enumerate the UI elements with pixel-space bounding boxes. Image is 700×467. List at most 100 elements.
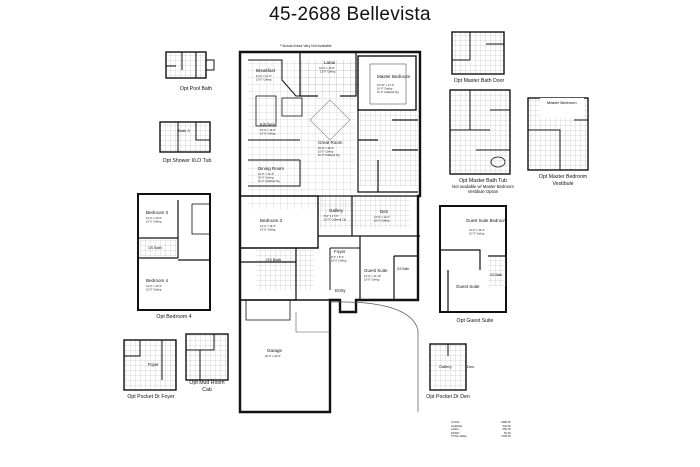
caption-bedroom4: Opt Bedroom 4 (156, 314, 192, 320)
master-bath-wall (357, 110, 418, 193)
foyer-wall (329, 247, 360, 290)
dining-wall (248, 160, 301, 187)
area-value: 50 SF (504, 431, 511, 435)
breakfast-wall (248, 59, 300, 97)
walkway (329, 301, 419, 412)
label-opt-bed4-dim: 12'-0" x 12'-0" (146, 284, 162, 288)
caption-guest-suite: Opt Guest Suite (456, 318, 494, 324)
kitchen-counter (255, 95, 277, 127)
master-door-walls (452, 32, 504, 61)
label-gs-bath-2: GS Bath (397, 267, 409, 271)
gallery-den-wall (318, 195, 420, 237)
label-dining: Dining Room (258, 166, 284, 171)
bedroom4-closet (191, 203, 211, 235)
area-label: TOTAL AREA (451, 435, 467, 439)
label-gallery: Gallery (329, 208, 344, 213)
vestibule-bedroom-area (540, 98, 584, 118)
driveway (295, 312, 330, 333)
area-label: LIVING (451, 421, 460, 424)
caption-mudroom: Opt Mud Room Cab (189, 380, 225, 393)
pocket-foyer-room (123, 339, 177, 391)
opt-pocket-den-plan: Gallery Den (429, 343, 474, 391)
master-coffer (369, 63, 407, 105)
label-guest-suite-dim: 12'-0" x 11'-10" (364, 274, 381, 278)
foyer-tile (256, 250, 314, 290)
label-garage: Garage (267, 348, 283, 353)
area-value: 620 SF (502, 424, 511, 428)
master-bedroom-wall (357, 55, 417, 111)
label-opt-gs-bed-ceil: 10'-0" Ceiling (469, 232, 485, 236)
opt-mudroom-plan (185, 333, 229, 381)
label-dining-ceil2: 11'-0" Coffered Clg (258, 179, 280, 183)
label-breakfast: Breakfast (256, 68, 276, 73)
master-tub-room (449, 89, 511, 175)
label-opt-bed4: Bedroom 4 (146, 278, 169, 283)
opt-bedroom4-plan: Bedroom 3 12'-0" x 12'-0" 10'-0" Ceiling… (137, 193, 211, 311)
area-label: LANAI (451, 428, 459, 432)
label-foyer: Foyer (334, 249, 346, 254)
master-bath-tile (360, 110, 418, 186)
label-bath3: Bath 3 (178, 128, 190, 133)
label-kitchen: Kitchen (260, 122, 276, 127)
mudroom-walls (186, 334, 215, 380)
area-value: 350 SF (502, 428, 511, 432)
area-row: LANAI 350 SF (451, 428, 511, 432)
tub-icon (490, 156, 506, 168)
label-master-ceil: 10'-0" Ceiling (377, 87, 393, 91)
label-opt-gs-bed-dim: 12'-0" x 12'-0" (469, 228, 485, 232)
label-great: Great Room (318, 140, 343, 145)
opt-guest-suite-plan: Guest Suite Bedroom 12'-0" x 12'-0" 10'-… (439, 205, 508, 313)
label-kitchen-dim: 15'-0" x 14'-0" (260, 128, 276, 132)
label-lanai: Lanai (324, 60, 335, 65)
label-opt-bed3-dim: 12'-0" x 12'-0" (146, 216, 162, 220)
area-row: TOTAL AREA 3708 SF (451, 435, 511, 439)
area-value: 3708 SF (501, 435, 511, 439)
label-gallery-dim: 8'-0" x 17'-0" (324, 214, 339, 218)
pool-bath-room (165, 51, 207, 79)
label-entry: Entry (335, 288, 346, 293)
opt-master-vestibule-plan: Master Bedroom (527, 97, 589, 171)
label-opt-bed4-ceil: 10'-0" Ceiling (146, 288, 162, 292)
pocket-foyer-walls (124, 340, 163, 380)
label-kitchen-ceil: 10'-0" Ceiling (260, 132, 276, 136)
label-opt-gsbath: GS Bath (148, 246, 162, 250)
label-opt-master: Master Bedroom (547, 100, 577, 105)
label-foyer-ceil: 10'-0" Ceiling (331, 259, 347, 263)
label-bed3: Bedroom 3 (260, 218, 283, 223)
caption-shower: Opt Shower I/LO Tub (162, 158, 212, 164)
caption-pocket-den: Opt Pocket Dr Den (426, 394, 470, 400)
label-gallery-ceil: 10'-0" Coffered Clg (324, 218, 346, 222)
label-bed3-dim: 12'-0" x 12'-0" (260, 224, 276, 228)
label-opt-gs: Guest Suite (456, 284, 480, 289)
caption-master-tub: Opt Master Bath Tub (459, 178, 507, 184)
label-breakfast-dim: 11'-0" x 11'-0" (256, 74, 272, 78)
caption-master-tub-note2: Vestibule Option (467, 189, 499, 194)
label-great-ceil: 10'-0" Ceiling (318, 150, 334, 154)
label-guest-suite: Guest Suite (364, 268, 388, 273)
vestibule-walls (528, 119, 588, 170)
label-lanai-ceil: 12'-0" Ceiling (320, 70, 336, 74)
plan-title: 45-2688 Bellevista (269, 4, 431, 25)
label-lanai-dim: 41'-0" x 10'-0" (319, 66, 335, 70)
bedroom3-wall (240, 195, 319, 249)
label-opt-bed3-ceil: 10'-0" Ceiling (146, 220, 162, 224)
label-opt-bed3: Bedroom 3 (146, 210, 169, 215)
area-value: 2688 SF (501, 421, 511, 424)
gallery-tile (320, 196, 410, 228)
caption-master-tub-note1: Not available w/ Master Bedroom (452, 184, 514, 189)
label-great-dim: 20'-0" x 19'-0" (318, 146, 334, 150)
kitchen-wall (248, 139, 300, 161)
label-foyer-dim: 9'-0" x 8'-0" (331, 255, 344, 259)
opt-pool-bath-plan (165, 51, 215, 79)
caption-master-vestibule: Opt Master Bedroom Vestibule (538, 174, 588, 187)
pocket-den-walls (447, 344, 467, 390)
master-tub-walls (450, 90, 510, 151)
guest-suite-wall (359, 236, 418, 300)
label-opt-gs-bath: GS Bath (490, 273, 502, 277)
label-dining-ceil: 10'-0" Ceiling (258, 176, 274, 180)
label-bed3-ceil: 10'-0" Ceiling (260, 228, 276, 232)
